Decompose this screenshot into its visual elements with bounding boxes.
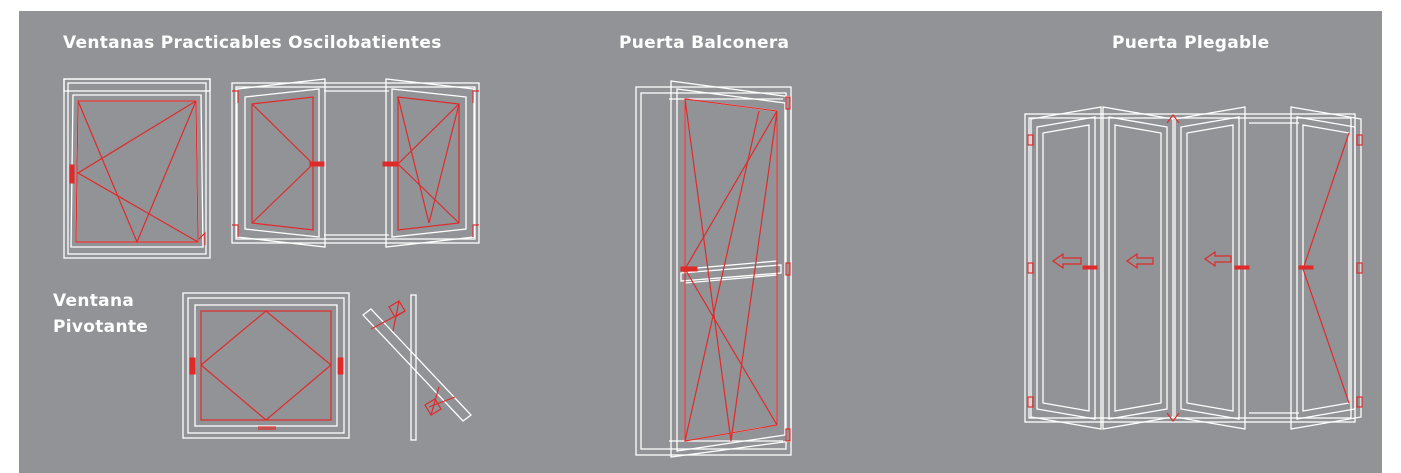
- folding-door-drawing: [1024, 106, 1363, 430]
- double-casement-window-drawing: [231, 78, 480, 248]
- title-balcony-door: Puerta Balconera: [619, 33, 790, 53]
- title-folding-door: Puerta Plegable: [1112, 33, 1270, 53]
- tilt-turn-window-drawing: [63, 78, 211, 259]
- pivot-window-side-drawing: [362, 294, 472, 441]
- pivot-window-front-drawing: [182, 292, 350, 439]
- drawings-svg: [63, 78, 1363, 458]
- title-casement-windows: Ventanas Practicables Oscilobatientes: [63, 33, 442, 53]
- diagram-canvas: Ventanas Practicables Oscilobatientes Ve…: [19, 11, 1382, 473]
- balcony-door-drawing: [635, 80, 792, 458]
- title-pivot-window-line1: Ventana: [53, 291, 135, 311]
- title-pivot-window-line2: Pivotante: [53, 317, 149, 337]
